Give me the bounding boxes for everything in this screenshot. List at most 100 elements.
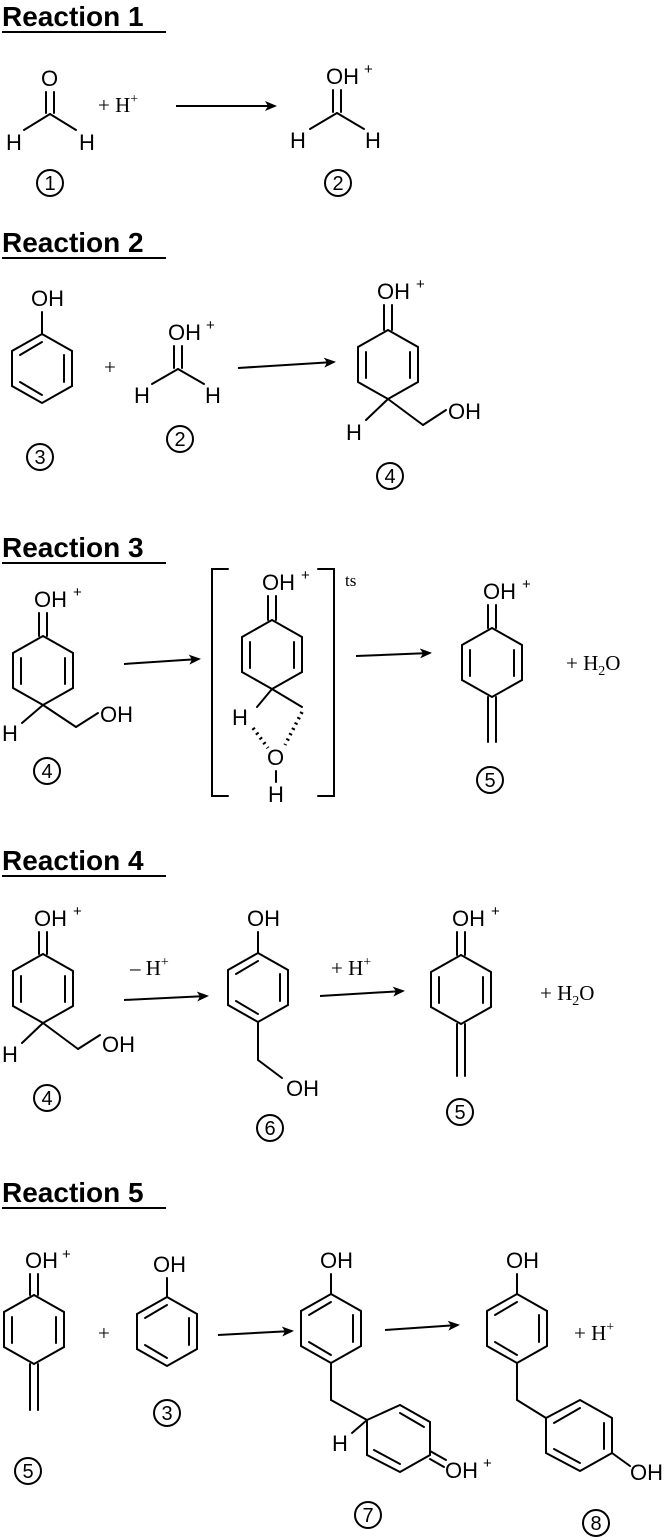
compound-number: 5 [14,1457,42,1485]
atom-h: H [365,128,381,153]
reaction-arrow [123,654,201,665]
atom-oh: OH [445,1458,478,1483]
atom-oh: OH [452,906,485,931]
atom-oh: OH [320,1248,353,1273]
compound-number: 6 [256,1114,284,1142]
atom-oh: OH [31,286,64,311]
atom-oh: OH [34,587,67,612]
atom-h: H [346,420,362,445]
charge-plus: + [364,61,373,78]
atom-h: H [332,1431,348,1456]
charge-plus: + [73,903,82,920]
compound-number: 3 [153,1399,181,1427]
atom-oh: OH [448,399,481,424]
compound-number: 8 [582,1509,610,1537]
molecule-4: OH + H OH [2,903,135,1067]
svg-text:5: 5 [484,770,495,792]
reaction-arrow [384,1320,460,1331]
reagent-proton: + H+ [98,92,138,117]
reaction-4: Reaction 4 OH + H OH 4 – H+ OH [2,845,594,1142]
charge-plus: + [522,576,531,593]
svg-text:2: 2 [332,173,343,195]
reaction-arrow [237,357,336,369]
reaction-arrow [123,991,209,1002]
svg-text:7: 7 [362,1505,373,1527]
arrow-label: + H+ [331,955,371,980]
reaction-title: Reaction 1 [2,1,144,32]
atom-oh: OH [286,1076,319,1101]
charge-plus: + [62,1246,71,1263]
compound-number: 4 [33,757,61,785]
compound-number: 3 [26,443,54,471]
atom-o: O [41,66,58,91]
molecule-1: O H H [6,66,95,155]
svg-text:4: 4 [41,761,52,783]
svg-text:3: 3 [161,1403,172,1425]
reaction-title: Reaction 5 [2,1177,144,1208]
compound-number: 2 [324,169,352,197]
reaction-1: Reaction 1 O H H 1 + H+ OH + H H [2,1,381,197]
arrow-label: – H+ [129,955,169,980]
compound-number: 5 [446,1098,474,1126]
svg-text:6: 6 [264,1118,275,1140]
reaction-arrow [217,1326,294,1337]
atom-oh: OH [100,702,133,727]
atom-oh: OH [102,1032,135,1057]
atom-h: H [2,1042,18,1067]
svg-text:1: 1 [44,173,55,195]
svg-text:4: 4 [41,1088,52,1110]
svg-text:3: 3 [34,447,45,469]
atom-h: H [79,130,95,155]
atom-oh: OH [630,1460,663,1485]
svg-text:2: 2 [174,429,185,451]
atom-oh: OH [326,64,359,89]
atom-oh: OH [25,1248,58,1273]
compound-number: 5 [476,766,504,794]
svg-text:5: 5 [22,1461,33,1483]
molecule-8: OH OH [486,1248,663,1485]
compound-number: 4 [376,462,404,490]
atom-o: O [267,745,284,770]
atom-h: H [232,705,248,730]
reaction-arrow [319,986,405,997]
molecule-2: OH + H H [290,61,381,153]
charge-plus: + [416,276,425,293]
atom-oh: OH [168,320,201,345]
atom-oh: OH [377,279,410,304]
molecule-3: OH [11,286,73,405]
reaction-title: Reaction 2 [2,227,144,258]
molecule-2: OH + H H [134,317,221,408]
molecule-3: OH [136,1252,198,1368]
atom-h: H [134,383,150,408]
atom-h: H [2,721,18,746]
molecule-5: OH + [430,903,500,1077]
transition-state: ts OH + H O H [211,567,356,807]
water-byproduct: + H2O [566,651,620,679]
molecule-5: OH + [3,1246,71,1411]
molecule-6: OH OH [227,906,319,1101]
atom-oh: OH [483,579,516,604]
charge-plus: + [301,567,310,584]
svg-text:4: 4 [384,466,395,488]
atom-h: H [290,128,306,153]
svg-text:5: 5 [454,1102,465,1124]
reaction-2: Reaction 2 OH 3 + OH + H H [2,227,481,490]
atom-oh: OH [262,570,295,595]
plus-sign: + [104,355,116,379]
compound-number: 4 [33,1084,61,1112]
reaction-3: Reaction 3 OH + H OH 4 ts OH [2,532,620,807]
atom-oh: OH [506,1248,539,1273]
molecule-4: OH + H OH [2,584,133,746]
atom-h: H [268,782,284,807]
proton-byproduct: + H+ [574,1320,614,1345]
compound-number: 1 [36,169,64,197]
atom-oh: OH [153,1252,186,1277]
atom-oh: OH [247,906,280,931]
reaction-title: Reaction 3 [2,532,144,563]
molecule-7: OH H OH + [300,1248,492,1483]
reaction-arrow [355,648,432,659]
reaction-5: Reaction 5 OH + 5 + OH [2,1177,663,1537]
svg-text:8: 8 [590,1513,601,1535]
charge-plus: + [483,1455,492,1472]
